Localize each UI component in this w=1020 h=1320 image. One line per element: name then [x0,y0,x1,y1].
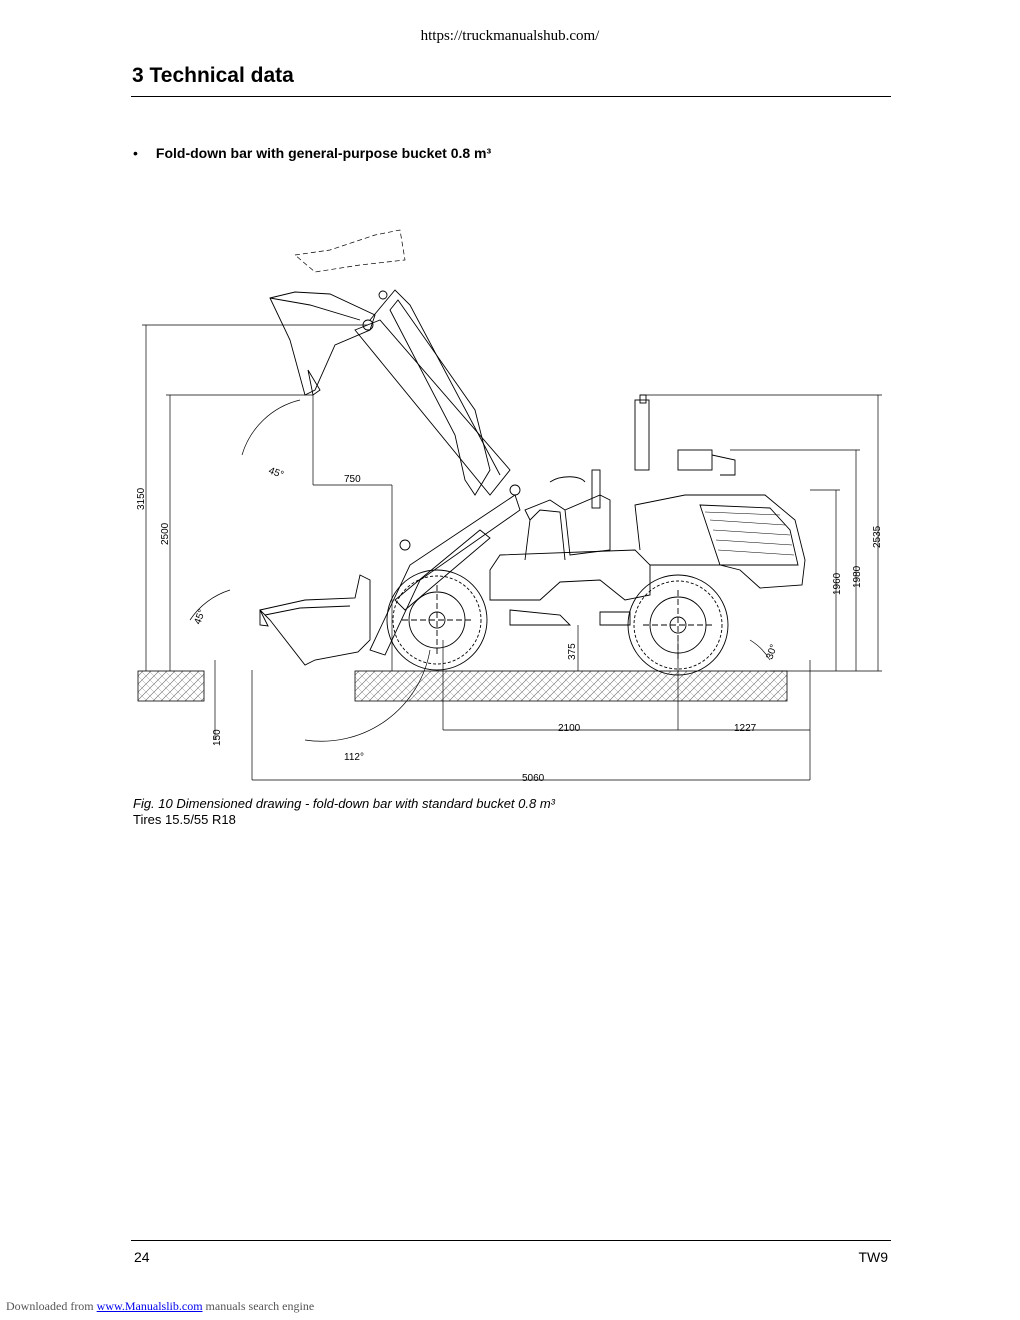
dim-5060: 5060 [522,773,545,784]
bucket-ghost-outline [294,229,406,273]
manualslib-link[interactable]: www.Manualslib.com [96,1299,203,1313]
dimension-lines [142,324,882,781]
dim-2500: 2500 [160,522,171,545]
machine-body [489,394,806,626]
section-title: 3 Technical data [132,64,294,87]
figure-caption: Fig. 10 Dimensioned drawing - fold-down … [133,796,555,811]
ground-left [137,670,205,702]
dim-1227: 1227 [734,723,757,734]
dim-3150: 3150 [136,487,147,510]
front-wheel [386,569,488,671]
title-divider [131,96,891,97]
dim-112-angle: 112° [344,752,364,763]
dim-rollback-angle: 45° [192,608,208,626]
download-notice: Downloaded from www.Manualslib.com manua… [6,1299,314,1314]
dim-1960: 1960 [832,572,843,595]
boom-lowered [369,484,521,656]
dim-2535: 2535 [872,525,883,548]
bucket-lowered [259,574,371,666]
tires-caption: Tires 15.5/55 R18 [133,812,236,827]
dim-1980: 1980 [852,565,863,588]
boom-raised [354,289,511,496]
dim-375: 375 [567,643,578,660]
footer-divider [131,1240,891,1241]
model-label: TW9 [858,1249,888,1265]
dim-2100: 2100 [558,723,581,734]
header-url: https://truckmanualshub.com/ [420,28,600,44]
download-suffix: manuals search engine [205,1299,315,1313]
bullet-item: • Fold-down bar with general-purpose buc… [133,145,491,161]
bullet-marker: • [133,145,138,161]
page-number: 24 [134,1249,150,1265]
download-prefix: Downloaded from [6,1299,94,1313]
dim-dump-angle: 45° [267,465,285,481]
dim-30-angle: 30° [764,643,780,661]
bullet-text: Fold-down bar with general-purpose bucke… [155,145,492,161]
ground-right [354,670,788,702]
dim-750: 750 [344,474,361,485]
dim-150: 150 [212,729,223,746]
dimensioned-drawing: 3150 2500 750 45° 45° 150 375 2100 1227 … [136,229,883,784]
bucket-raised [269,291,376,396]
